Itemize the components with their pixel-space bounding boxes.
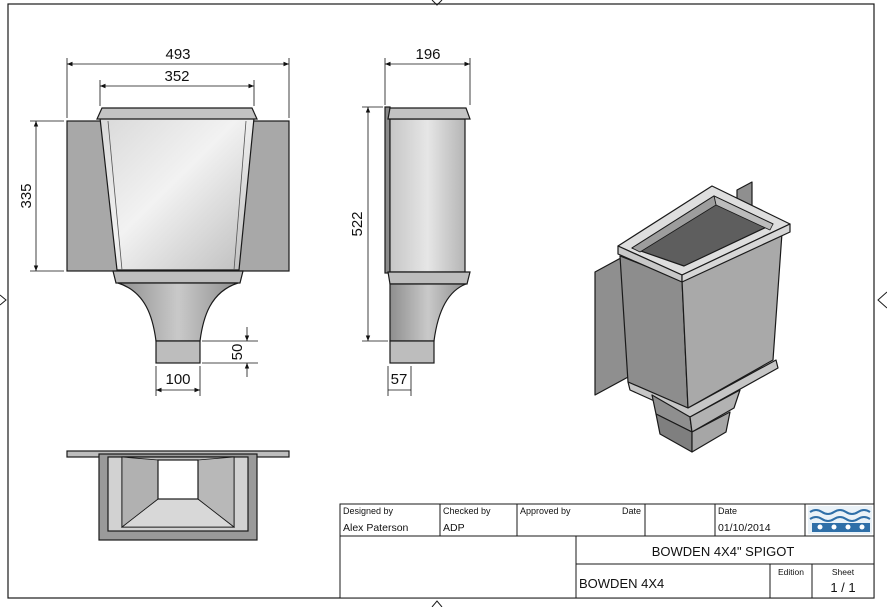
approved-by-label: Approved by xyxy=(520,506,571,516)
designed-by-value: Alex Paterson xyxy=(343,522,409,534)
iso-spigot-right xyxy=(691,411,731,453)
part-name: BOWDEN 4X4 xyxy=(579,576,664,591)
front-dimensions xyxy=(30,58,290,396)
dim-side-width: 196 xyxy=(415,46,440,63)
dim-side-spigot-width: 57 xyxy=(391,371,408,388)
side-dimensions xyxy=(362,58,471,396)
iso-neck-right xyxy=(689,389,741,433)
drawing-title: BOWDEN 4X4" SPIGOT xyxy=(652,544,795,559)
front-spigot xyxy=(155,340,201,364)
front-neck xyxy=(117,282,239,342)
dim-front-top-width: 352 xyxy=(164,68,189,85)
plan-spigot-opening xyxy=(157,459,199,500)
dim-side-height: 522 xyxy=(349,211,366,236)
date-label-2: Date xyxy=(718,506,737,516)
isometric-view xyxy=(594,181,791,453)
sheet-label: Sheet xyxy=(832,567,855,577)
date-value: 01/10/2014 xyxy=(718,522,771,534)
front-top-rim xyxy=(96,107,258,120)
dim-front-spigot-height: 50 xyxy=(229,344,246,361)
dim-front-overall-width: 493 xyxy=(165,46,190,63)
edition-label: Edition xyxy=(778,567,804,577)
side-bottom-rim xyxy=(387,271,471,285)
front-view xyxy=(66,107,290,364)
dim-front-height: 335 xyxy=(18,183,35,208)
plan-view xyxy=(66,450,290,541)
side-back-plate xyxy=(384,106,391,274)
side-view xyxy=(384,106,471,364)
date-label-1: Date xyxy=(622,506,641,516)
title-block xyxy=(339,503,875,599)
side-neck xyxy=(389,283,467,342)
designed-by-label: Designed by xyxy=(343,506,394,516)
checked-by-label: Checked by xyxy=(443,506,491,516)
sheet-value: 1 / 1 xyxy=(830,580,855,595)
front-hopper-body xyxy=(99,117,255,271)
side-body xyxy=(389,118,466,273)
side-spigot xyxy=(389,340,435,364)
checked-by-value: ADP xyxy=(443,522,465,534)
side-top-rim xyxy=(387,107,471,120)
front-bottom-rim xyxy=(112,270,244,284)
dim-front-spigot-width: 100 xyxy=(165,371,190,388)
company-logo xyxy=(808,506,872,534)
